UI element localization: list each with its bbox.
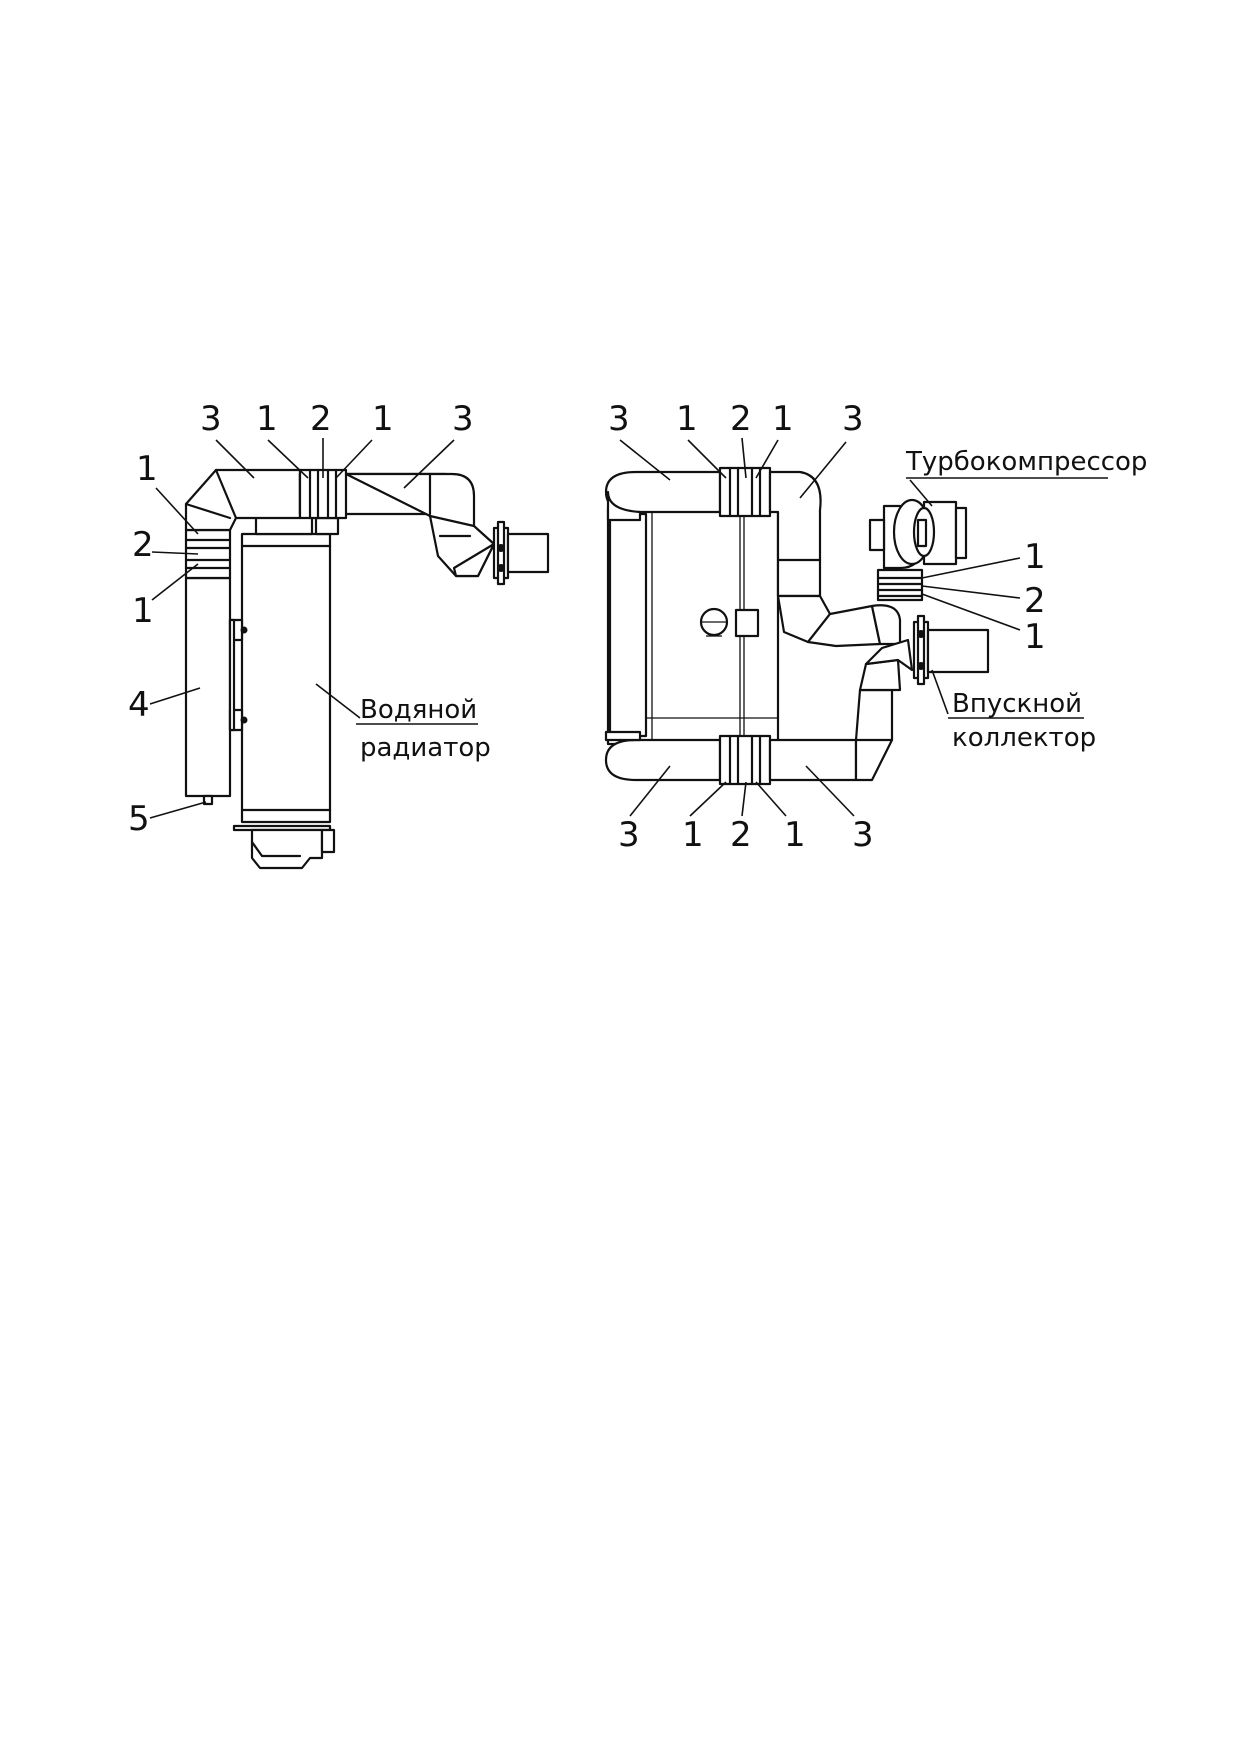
callout-2: 2 bbox=[1024, 581, 1046, 621]
callout-4: 4 bbox=[128, 685, 150, 725]
left-outlet-pipe bbox=[344, 472, 550, 586]
callout-1: 1 bbox=[372, 399, 394, 439]
callout-1: 1 bbox=[136, 449, 158, 489]
callout-1: 1 bbox=[772, 399, 794, 439]
callout-3: 3 bbox=[452, 399, 474, 439]
callout-1: 1 bbox=[256, 399, 278, 439]
callout-1: 1 bbox=[1024, 617, 1046, 657]
right-bottom-left-elbow bbox=[604, 730, 722, 782]
charge-air-cooler-side bbox=[184, 576, 248, 806]
intake-manifold bbox=[912, 614, 990, 686]
callout-3: 3 bbox=[618, 815, 640, 855]
callout-1: 1 bbox=[1024, 537, 1046, 577]
callout-3: 3 bbox=[608, 399, 630, 439]
callout-2: 2 bbox=[730, 815, 752, 855]
callout-1: 1 bbox=[132, 591, 154, 631]
callout-3: 3 bbox=[842, 399, 864, 439]
radiator-label-line1: Водяной bbox=[360, 695, 477, 725]
radiator-label-line2: радиатор bbox=[360, 733, 491, 763]
callout-2: 2 bbox=[730, 399, 752, 439]
right-bottom-sleeve bbox=[718, 734, 772, 786]
right-top-pipe-to-turbo bbox=[768, 470, 902, 648]
right-top-left-elbow bbox=[604, 470, 722, 522]
right-callouts: 3 1 2 1 3 Турбокомпрессор 1 2 1 Впускной… bbox=[608, 399, 1147, 855]
callout-1: 1 bbox=[784, 815, 806, 855]
callout-3: 3 bbox=[852, 815, 874, 855]
charge-air-cooler-front bbox=[606, 506, 780, 746]
callout-2: 2 bbox=[132, 525, 154, 565]
callout-2: 2 bbox=[310, 399, 332, 439]
turbocompressor-label: Турбокомпрессор bbox=[905, 447, 1147, 477]
callout-3: 3 bbox=[200, 399, 222, 439]
right-view: 3 1 2 1 3 Турбокомпрессор 1 2 1 Впускной… bbox=[604, 399, 1147, 855]
right-bottom-pipe-to-intake bbox=[768, 638, 914, 782]
water-radiator bbox=[232, 513, 361, 870]
intake-label-line1: Впускной bbox=[952, 689, 1082, 719]
callout-5: 5 bbox=[128, 799, 150, 839]
callout-1: 1 bbox=[682, 815, 704, 855]
left-view: 3 1 2 1 3 1 2 1 4 5 Водяной радиатор bbox=[128, 399, 550, 870]
left-callouts: 3 1 2 1 3 1 2 1 4 5 bbox=[128, 399, 474, 839]
left-elbow-top bbox=[184, 468, 302, 532]
intake-label-line2: коллектор bbox=[952, 723, 1096, 753]
turbocompressor bbox=[868, 498, 968, 602]
radiator-label: Водяной радиатор bbox=[356, 695, 491, 763]
callout-1: 1 bbox=[676, 399, 698, 439]
